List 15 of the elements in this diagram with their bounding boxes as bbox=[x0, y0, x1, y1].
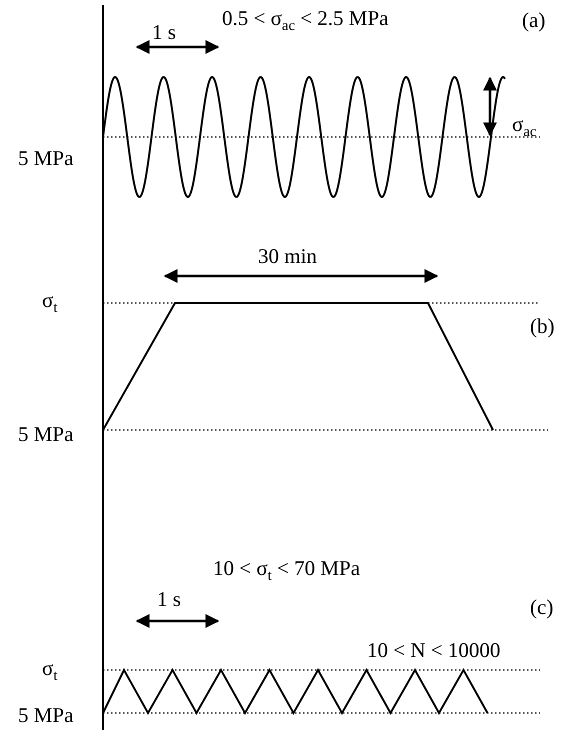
panel-letter: (b) bbox=[530, 316, 554, 337]
axis-value: 5 MPa bbox=[18, 705, 74, 726]
period-label: 1 s bbox=[152, 22, 176, 43]
axis-value: 5 MPa bbox=[18, 148, 74, 169]
axis-label: σ$_{t}$ bbox=[42, 658, 58, 684]
duration-label: 30 min bbox=[258, 246, 317, 267]
period-label: 1 s bbox=[157, 589, 181, 610]
panel-letter: (c) bbox=[530, 597, 554, 618]
range-label: 10 < σ$_{t}$ < 70 MPa bbox=[213, 558, 360, 584]
axis-label: σ$_{t}$ bbox=[42, 290, 58, 316]
amplitude-label: σ$_{ac}$ bbox=[512, 114, 536, 140]
range-label: 0.5 < σ$_{ac}$ < 2.5 MPa bbox=[222, 8, 388, 34]
range-label: 10 < N < 10000 bbox=[367, 640, 500, 661]
axis-value: 5 MPa bbox=[18, 424, 74, 445]
panel-letter: (a) bbox=[522, 10, 546, 31]
